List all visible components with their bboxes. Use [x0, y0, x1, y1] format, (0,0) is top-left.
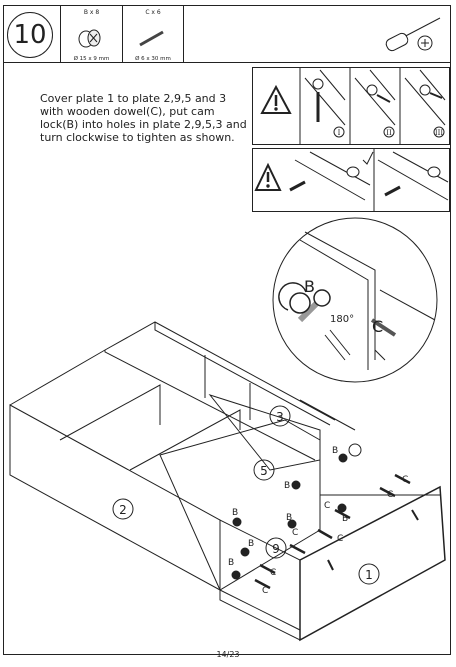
cam-callout: B	[332, 446, 338, 456]
detail-magnifier	[272, 217, 438, 383]
dowel-callout: C	[387, 490, 393, 500]
hardware-code: B x 8	[83, 9, 100, 16]
plate-9-label: 9	[272, 542, 280, 556]
hardware-size: Ø 6 x 30 mm	[135, 56, 171, 62]
step-roman-2: II	[386, 129, 392, 137]
instruction-text: Cover plate 1 to plate 2,9,5 and 3 with …	[40, 92, 247, 144]
step-roman-1: I	[338, 129, 341, 137]
cam-callout: B	[286, 513, 292, 523]
hardware-cell-cam-lock: B x 8 Ø 15 x 9 mm	[60, 5, 122, 63]
step-roman-3: III	[435, 129, 444, 137]
warning-triangle-icon	[260, 84, 292, 114]
hardware-code: C x 6	[145, 9, 161, 16]
rotation-label: 180°	[330, 314, 354, 325]
dowel-callout: C	[324, 501, 330, 511]
dowel-callout: C	[262, 586, 268, 596]
page-number: 14/23	[216, 650, 240, 659]
plate-5-label: 5	[260, 464, 268, 478]
dowel-callout: C	[292, 528, 298, 538]
cam-callout: B	[228, 558, 234, 568]
warning-triangle-icon	[254, 162, 282, 191]
cam-callout: B	[232, 508, 238, 518]
warning-panel-bottom	[252, 148, 450, 212]
cam-callout: B	[248, 539, 254, 549]
header-bar	[3, 5, 451, 63]
detail-dowel-label: C	[372, 317, 383, 336]
cabinet-drawing	[9, 321, 446, 642]
hardware-cell-dowel: C x 6 Ø 6 x 30 mm	[122, 5, 184, 63]
page-frame	[3, 5, 451, 655]
screwdriver-icon	[385, 17, 441, 52]
warning-panel-top	[252, 67, 450, 145]
cam-lock-icon	[78, 29, 101, 48]
dowel-callout: C	[402, 475, 408, 485]
cam-callout: B	[342, 514, 348, 524]
plate-3-label: 3	[276, 410, 284, 424]
cam-callout: B	[284, 481, 290, 491]
dowel-callout: C	[270, 568, 276, 578]
detail-cam-label: B	[304, 277, 315, 296]
step-number: 10	[7, 12, 53, 58]
plate-2-label: 2	[119, 503, 127, 517]
hardware-size: Ø 15 x 9 mm	[73, 56, 110, 62]
dowel-callout: C	[337, 534, 343, 544]
wooden-dowel-icon	[139, 30, 164, 47]
plate-1-label: 1	[365, 568, 373, 582]
